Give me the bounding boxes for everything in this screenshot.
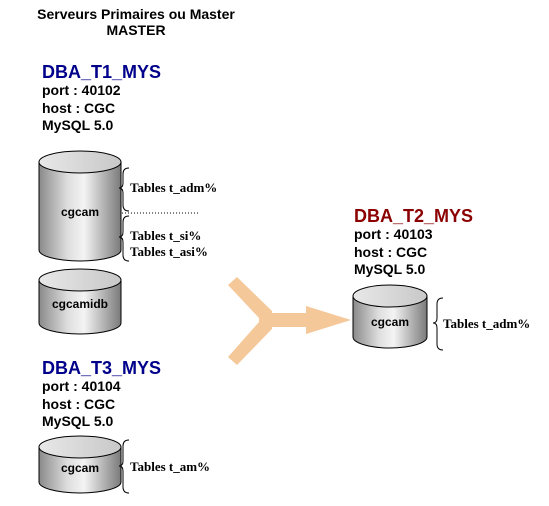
server-t1-port: port : 40102 xyxy=(42,82,121,98)
server-t3: DBA_T3_MYS port : 40104 host : CGC MySQL… xyxy=(42,358,161,431)
server-t3-host: host : CGC xyxy=(42,395,116,412)
db-cylinder-t2-cgcam xyxy=(352,284,428,349)
server-t2-host: host : CGC xyxy=(354,243,428,260)
server-t2-name: DBA_T2_MYS xyxy=(354,206,474,226)
tables-label-t3-am: Tables t_am% xyxy=(130,459,211,474)
db-cylinder-t3-cgcam xyxy=(38,435,122,494)
brace-t1-tables-si xyxy=(118,215,130,262)
db-cylinder-t1-cgcamidb xyxy=(38,268,122,335)
title-line-2: MASTER xyxy=(106,22,166,38)
tables-label-t2-adm: Tables t_adm% xyxy=(443,316,531,331)
server-t2-version: MySQL 5.0 xyxy=(354,261,426,277)
server-t2: DBA_T2_MYS port : 40103 host : CGC MySQL… xyxy=(354,206,473,279)
server-t3-version: MySQL 5.0 xyxy=(42,413,114,429)
server-t1-version: MySQL 5.0 xyxy=(42,117,114,133)
server-t2-port: port : 40103 xyxy=(354,226,433,242)
server-t1: DBA_T1_MYS port : 40102 host : CGC MySQL… xyxy=(42,62,161,135)
server-t1-name: DBA_T1_MYS xyxy=(42,62,162,82)
title-line-1: Serveurs Primaires ou Master xyxy=(37,6,235,22)
server-t3-name: DBA_T3_MYS xyxy=(42,358,162,378)
brace-t1-tables-adm xyxy=(118,167,130,212)
server-t1-host: host : CGC xyxy=(42,99,116,116)
db-cylinder-t1-cgcam xyxy=(38,150,122,262)
brace-t2-tables xyxy=(432,297,444,351)
tables-label-t1-adm: Tables t_adm% xyxy=(130,180,218,195)
db-label-t2-cgcam: cgcam xyxy=(370,315,410,329)
replication-arrow-icon xyxy=(228,277,351,365)
diagram-title: Serveurs Primaires ou Master MASTER xyxy=(20,6,252,38)
db-label-t3-cgcam: cgcam xyxy=(60,461,100,475)
tables-label-t1-asi: Tables t_asi% xyxy=(130,244,208,259)
tables-label-t1-si: Tables t_si% xyxy=(130,228,202,243)
db-label-t1-cgcamidb: cgcamidb xyxy=(51,297,108,311)
server-t3-port: port : 40104 xyxy=(42,378,121,394)
db-label-t1-cgcam: cgcam xyxy=(60,205,100,219)
brace-t3-tables xyxy=(118,439,130,494)
